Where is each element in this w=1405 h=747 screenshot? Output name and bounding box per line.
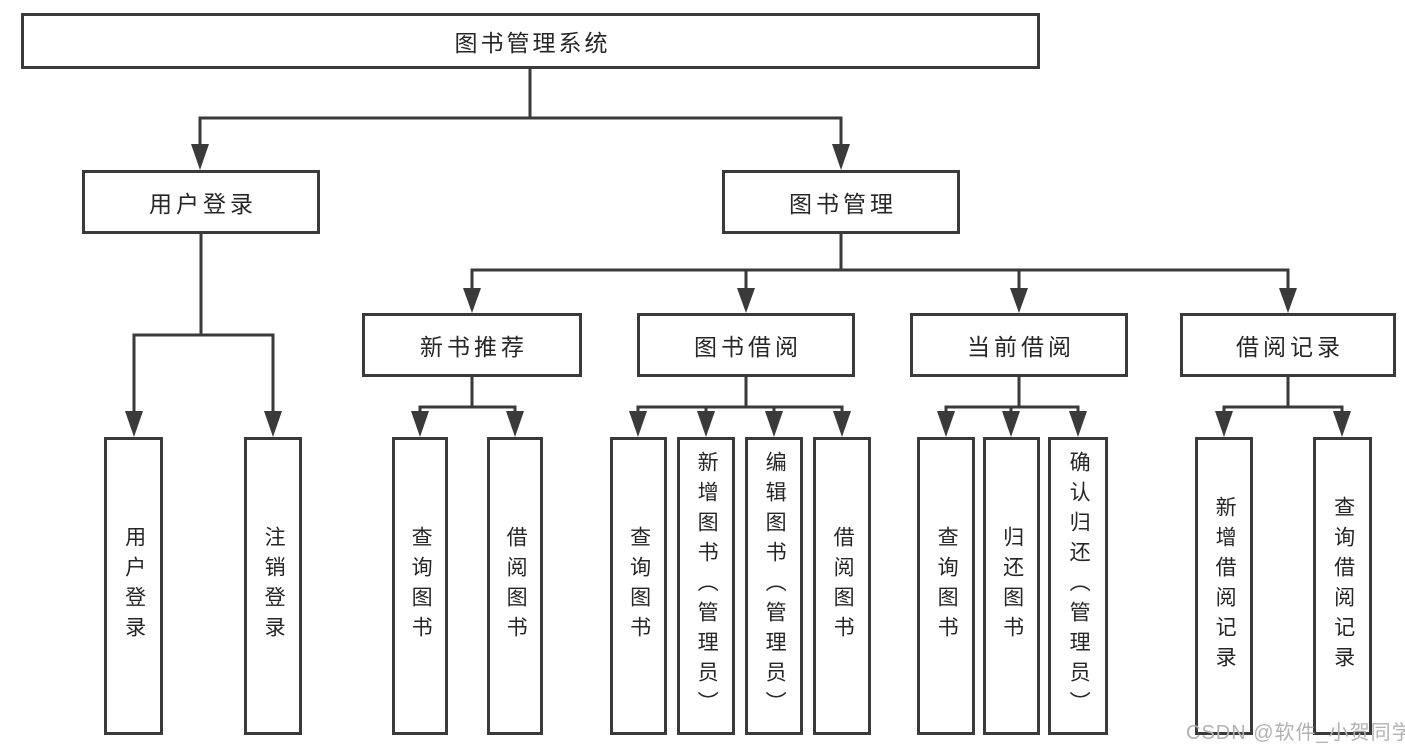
arrow-borrow <box>737 288 755 313</box>
arrow-newbook <box>463 288 481 313</box>
leaf-borrow-edit-books-admin: 编辑图书（管理员） <box>745 437 803 735</box>
leaf-newbook-query-books-label: 查询图书 <box>409 526 433 646</box>
leaf-record-query-borrow-record-label: 查询借阅记录 <box>1331 496 1355 676</box>
leaf-current-return-books-label: 归还图书 <box>1000 526 1024 646</box>
node-root-system: 图书管理系统 <box>21 13 1040 69</box>
leaf-current-confirm-return-admin-label: 确认归还（管理员） <box>1067 451 1091 721</box>
arrow-leaf-br-add <box>1215 411 1233 437</box>
leaf-logout-label: 注销登录 <box>262 526 286 646</box>
arrow-leaf-br-query <box>1333 411 1351 437</box>
arrow-record <box>1279 288 1297 313</box>
node-new-book-recommend: 新书推荐 <box>362 313 582 377</box>
arrow-leaf-logout <box>264 411 282 437</box>
leaf-borrow-edit-books-admin-label: 编辑图书（管理员） <box>763 451 787 721</box>
node-root-system-label: 图书管理系统 <box>454 30 611 56</box>
arrow-leaf-nbr-borrow <box>506 411 524 437</box>
leaf-current-confirm-return-admin: 确认归还（管理员） <box>1048 437 1108 735</box>
leaf-newbook-borrow-books-label: 借阅图书 <box>504 526 528 646</box>
leaf-borrow-add-books-admin: 新增图书（管理员） <box>677 437 735 735</box>
leaf-current-return-books: 归还图书 <box>983 437 1040 735</box>
node-user-login-group-label: 用户登录 <box>149 191 257 217</box>
arrow-leaf-userlogin <box>125 411 143 437</box>
node-new-book-recommend-label: 新书推荐 <box>420 334 528 360</box>
arrowheads <box>125 144 1351 437</box>
leaf-borrow-query-books: 查询图书 <box>610 437 667 735</box>
arrow-leaf-cb-query <box>937 411 955 437</box>
csdn-watermark: CSDN @软件_小贺同学 <box>1186 722 1405 744</box>
node-book-borrowing: 图书借阅 <box>637 313 855 377</box>
arrow-leaf-cb-confirm <box>1069 411 1087 437</box>
leaf-borrow-borrow-books: 借阅图书 <box>813 437 871 735</box>
edge-userlogin-branch <box>132 333 275 413</box>
leaf-user-login: 用户登录 <box>104 437 163 735</box>
node-borrowing-records: 借阅记录 <box>1180 313 1396 377</box>
edge-record-branch <box>1222 405 1344 414</box>
arrow-leaf-bb-query <box>629 411 647 437</box>
leaf-borrow-query-books-label: 查询图书 <box>627 526 651 646</box>
leaf-current-query-books-label: 查询图书 <box>935 526 959 646</box>
arrow-leaf-bb-add <box>697 411 715 437</box>
arrow-leaf-nbr-query <box>411 411 429 437</box>
arrow-userlogin <box>191 144 209 170</box>
edge-newbook-branch <box>418 405 517 414</box>
leaf-newbook-query-books: 查询图书 <box>392 437 448 735</box>
leaf-current-query-books: 查询图书 <box>917 437 975 735</box>
leaf-record-add-borrow-record-label: 新增借阅记录 <box>1213 496 1237 676</box>
leaf-record-query-borrow-record: 查询借阅记录 <box>1313 437 1372 735</box>
node-book-management-group-label: 图书管理 <box>789 191 897 217</box>
node-current-borrowing: 当前借阅 <box>910 313 1128 377</box>
arrow-current <box>1010 288 1028 313</box>
leaf-borrow-add-books-admin-label: 新增图书（管理员） <box>695 451 719 721</box>
node-current-borrowing-label: 当前借阅 <box>967 334 1075 360</box>
arrow-bookmgmt <box>832 144 850 170</box>
edge-root-branch <box>198 116 843 146</box>
arrow-leaf-cb-return <box>1002 411 1020 437</box>
node-book-management-group: 图书管理 <box>722 170 960 234</box>
arrow-leaf-bb-borrow <box>833 411 851 437</box>
leaf-user-login-label: 用户登录 <box>122 526 146 646</box>
node-user-login-group: 用户登录 <box>82 170 320 234</box>
edge-bookmgmt-branch <box>470 268 1290 290</box>
leaf-record-add-borrow-record: 新增借阅记录 <box>1195 437 1253 735</box>
edge-borrow-branch <box>636 405 844 414</box>
leaf-borrow-borrow-books-label: 借阅图书 <box>831 526 855 646</box>
leaf-logout: 注销登录 <box>244 437 302 735</box>
leaf-newbook-borrow-books: 借阅图书 <box>487 437 543 735</box>
arrow-leaf-bb-edit <box>765 411 783 437</box>
node-book-borrowing-label: 图书借阅 <box>694 334 802 360</box>
node-borrowing-records-label: 借阅记录 <box>1236 334 1344 360</box>
